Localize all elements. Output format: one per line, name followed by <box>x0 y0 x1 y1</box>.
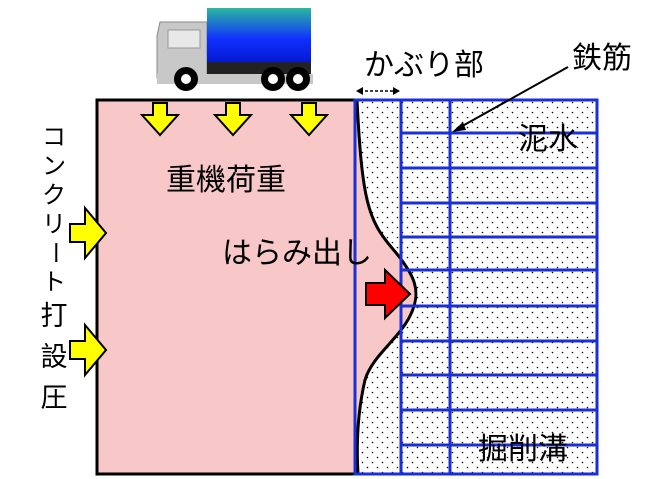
concrete-pressure-char: 設 <box>40 342 68 373</box>
right-arrow-icon <box>69 205 108 261</box>
concrete-pressure-label: コ ン ク リ ー ト 打 設 圧 <box>38 122 70 419</box>
concrete-pressure-char: ト <box>42 268 66 296</box>
rebar-cage-outline <box>353 98 599 476</box>
cover-part-label: かぶり部 <box>364 48 484 83</box>
down-arrow-icon <box>212 102 254 137</box>
concrete-pressure-char: ン <box>42 152 66 180</box>
red-right-arrow-icon <box>365 267 412 321</box>
rebar-leader-arrowhead <box>452 122 466 132</box>
rebar-cage <box>353 98 599 476</box>
down-arrow-icon <box>288 102 330 137</box>
concrete-pressure-char: リ <box>42 210 66 238</box>
concrete-pressure-char: コ <box>42 123 66 151</box>
concrete-pressure-char: 圧 <box>40 383 68 414</box>
concrete-pressure-char: ク <box>42 181 66 209</box>
concrete-body <box>95 98 418 476</box>
rebar-leader-line <box>456 66 569 130</box>
rebar-label: 鉄筋 <box>572 41 632 76</box>
down-arrow-icon <box>139 102 181 137</box>
double-headed-arrow-icon <box>356 87 400 95</box>
tanker-truck-icon <box>156 8 313 91</box>
bulge-label: はらみ出し <box>222 236 372 271</box>
trench-label: 掘削溝 <box>478 432 568 467</box>
concrete-pressure-char: ー <box>40 240 68 265</box>
slurry-label: 泥水 <box>518 122 578 157</box>
heavy-load-label: 重機荷重 <box>166 163 286 198</box>
concrete-pressure-char: 打 <box>40 301 68 332</box>
right-arrow-icon <box>69 322 108 378</box>
